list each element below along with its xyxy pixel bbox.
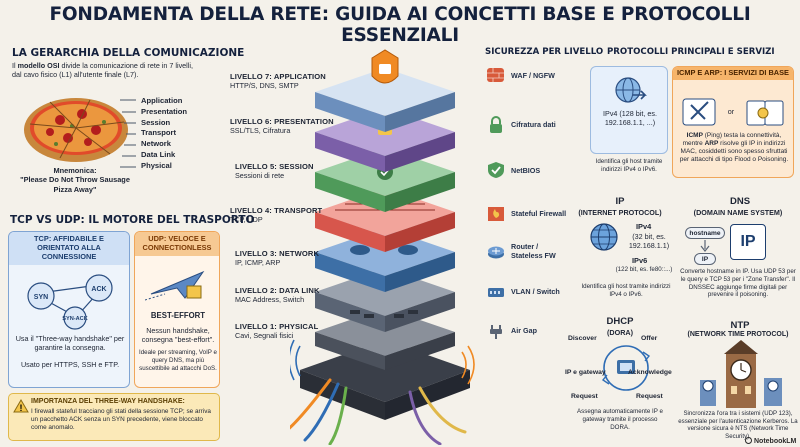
ipv6-label: IPv6 [632,256,648,265]
icmp-or: or [727,107,735,116]
brand-icon [745,437,752,444]
tcp-card: TCP: AFFIDABILE E ORIENTATO ALLA CONNESS… [8,231,130,388]
security-item-vlan: VLAN / Switch [511,287,560,296]
udp-card: UDP: VELOCE E CONNECTIONLESS BEST-EFFORT… [134,231,220,388]
security-item-waf: WAF / NGFW [511,71,555,80]
tools-icon [682,98,784,126]
security-item-airgap: Air Gap [511,326,537,335]
dhcp-desc: Assegna automaticamente IP e gateway tra… [577,408,663,431]
tcp-card-title: TCP: AFFIDABILE E ORIENTATO ALLA CONNESS… [9,232,129,265]
ipv4-card-label: IPv4 (128 bit, es. 192.168.1.1, ...) [603,109,657,127]
ipv4-label: IPv4 [636,222,652,231]
router-icon [487,245,505,264]
layer-bracket [120,99,136,168]
icmp-arp-card: ICMP E ARP: I SERVIZI DI BASE or ICMP (P… [672,66,794,178]
security-item-router: Router / Stateless FW [511,242,556,261]
udp-used: Ideale per streaming, VoIP e query DNS, … [139,349,217,372]
ipv4-card-desc: Identifica gli host tramite indirizzi IP… [595,158,663,173]
dns-desc: Converte hostname in IP. Usa UDP 53 per … [680,268,796,299]
ntp-title: NTP [730,320,750,331]
security-heading: SICUREZZA PER LIVELLO [485,47,604,57]
dns-ip-box: IP [730,224,766,260]
udp-best-effort: BEST-EFFORT [150,311,206,320]
pizza-illustration [24,98,128,162]
handshake-diagram: SYN ACK SYN-ACK [27,274,113,330]
ip-title: IP [615,196,625,207]
ipv4-card: IPv4 (128 bit, es. 192.168.1.1, ...) [590,66,668,154]
globe-icon [590,223,618,251]
udp-card-title: UDP: VELOCE E CONNECTIONLESS [135,232,219,256]
dhcp-title: DHCP [606,316,634,327]
dhcp-discover: Discover [568,335,597,342]
brick-wall-icon [487,68,504,82]
icmp-card-title: ICMP E ARP: I SERVIZI DI BASE [673,67,793,80]
dhcp-request-right: Request [636,393,663,400]
tcp-desc: Usa il "Three-way handshake" per garanti… [15,334,125,352]
handshake-ack: ACK [91,286,106,293]
page-title: FONDAMENTA DELLA RETE: GUIDA AI CONCETTI… [49,4,751,46]
osi-layer: Session [141,117,171,127]
send-icon [145,270,205,301]
dhcp-request-left: Request [571,393,598,400]
icmp-card-desc: ICMP (Ping) testa la connettività, mentr… [679,132,789,164]
dns-subtitle: (DOMAIN NAME SYSTEM) [693,208,783,217]
stack-layer-7 [315,49,455,132]
handshake-synack: SYN-ACK [62,316,87,322]
plug-icon [487,324,505,345]
ip-subtitle: (INTERNET PROTOCOL) [578,208,662,217]
osi-layer: Physical [141,160,172,170]
handshake-warning: ! IMPORTANZA DEL THREE-WAY HANDSHAKE: I … [8,393,220,441]
warning-title: IMPORTANZA DEL THREE-WAY HANDSHAKE: [31,398,185,405]
security-item-encryption: Cifratura dati [511,120,556,129]
globe-arrow-icon [615,77,647,103]
udp-desc: Nessun handshake, consegna "best-effort"… [141,326,215,344]
mnemonic: Mnemonica: "Please Do Not Throw Sausage … [20,166,130,194]
osi-layer: Network [141,139,171,149]
osi-layer-list: Application Presentation Session Transpo… [141,96,187,172]
dns-ip-pill: IP [694,253,716,265]
osi-layer: Application [141,96,183,105]
shield-check-icon [487,161,505,184]
ip-desc: Identifica gli host tramite indirizzi IP… [581,283,671,298]
ipv6-desc: (122 bit, es. fe80::...) [615,266,673,273]
hierarchy-heading: LA GERARCHIA DELLA COMUNICAZIONE [12,47,245,59]
svg-text:!: ! [20,403,23,413]
switch-icon [487,285,505,304]
ntp-desc: Sincronizza l'ora tra i sistemi (UDP 123… [678,410,798,440]
firewall-icon [487,206,505,227]
clock-tower-icon [700,340,782,408]
dhcp-ip-gateway: IP e gateway [565,369,606,376]
ntp-subtitle: (NETWORK TIME PROTOCOL) [687,331,789,338]
dhcp-acknowledge: Acknowledge [628,369,672,376]
osi-layer: Data Link [141,149,176,159]
tcpudp-heading: TCP VS UDP: IL MOTORE DEL TRASPORTO [10,214,255,226]
security-item-stateful: Stateful Firewall [511,209,567,218]
dhcp-subtitle: (DORA) [607,328,633,337]
osi-layer: Transport [141,128,177,138]
tcp-used: Usato per HTTPS, SSH e FTP. [20,360,120,369]
arrow-down-icon [700,240,710,252]
osi-tower [290,49,475,445]
ipv4-desc: (32 bit, es. 192.168.1.1) [628,232,670,250]
dora-cycle [601,345,651,391]
warning-icon: ! [13,399,29,413]
brand-label: NotebookLM [745,437,796,445]
hierarchy-intro: Il modello OSI divide la comunicazione d… [12,61,193,79]
dns-hostname-pill: hostname [685,227,725,239]
dhcp-offer: Offer [641,335,658,342]
protocols-heading: PROTOCOLLI PRINCIPALI E SERVIZI [607,47,775,57]
handshake-syn: SYN [34,294,48,301]
lock-icon [488,116,504,139]
osi-layer: Presentation [141,106,187,116]
warning-text: I firewall stateful tracciano gli stati … [31,408,211,431]
security-item-netbios: NetBIOS [511,166,541,175]
dns-title: DNS [729,196,751,207]
